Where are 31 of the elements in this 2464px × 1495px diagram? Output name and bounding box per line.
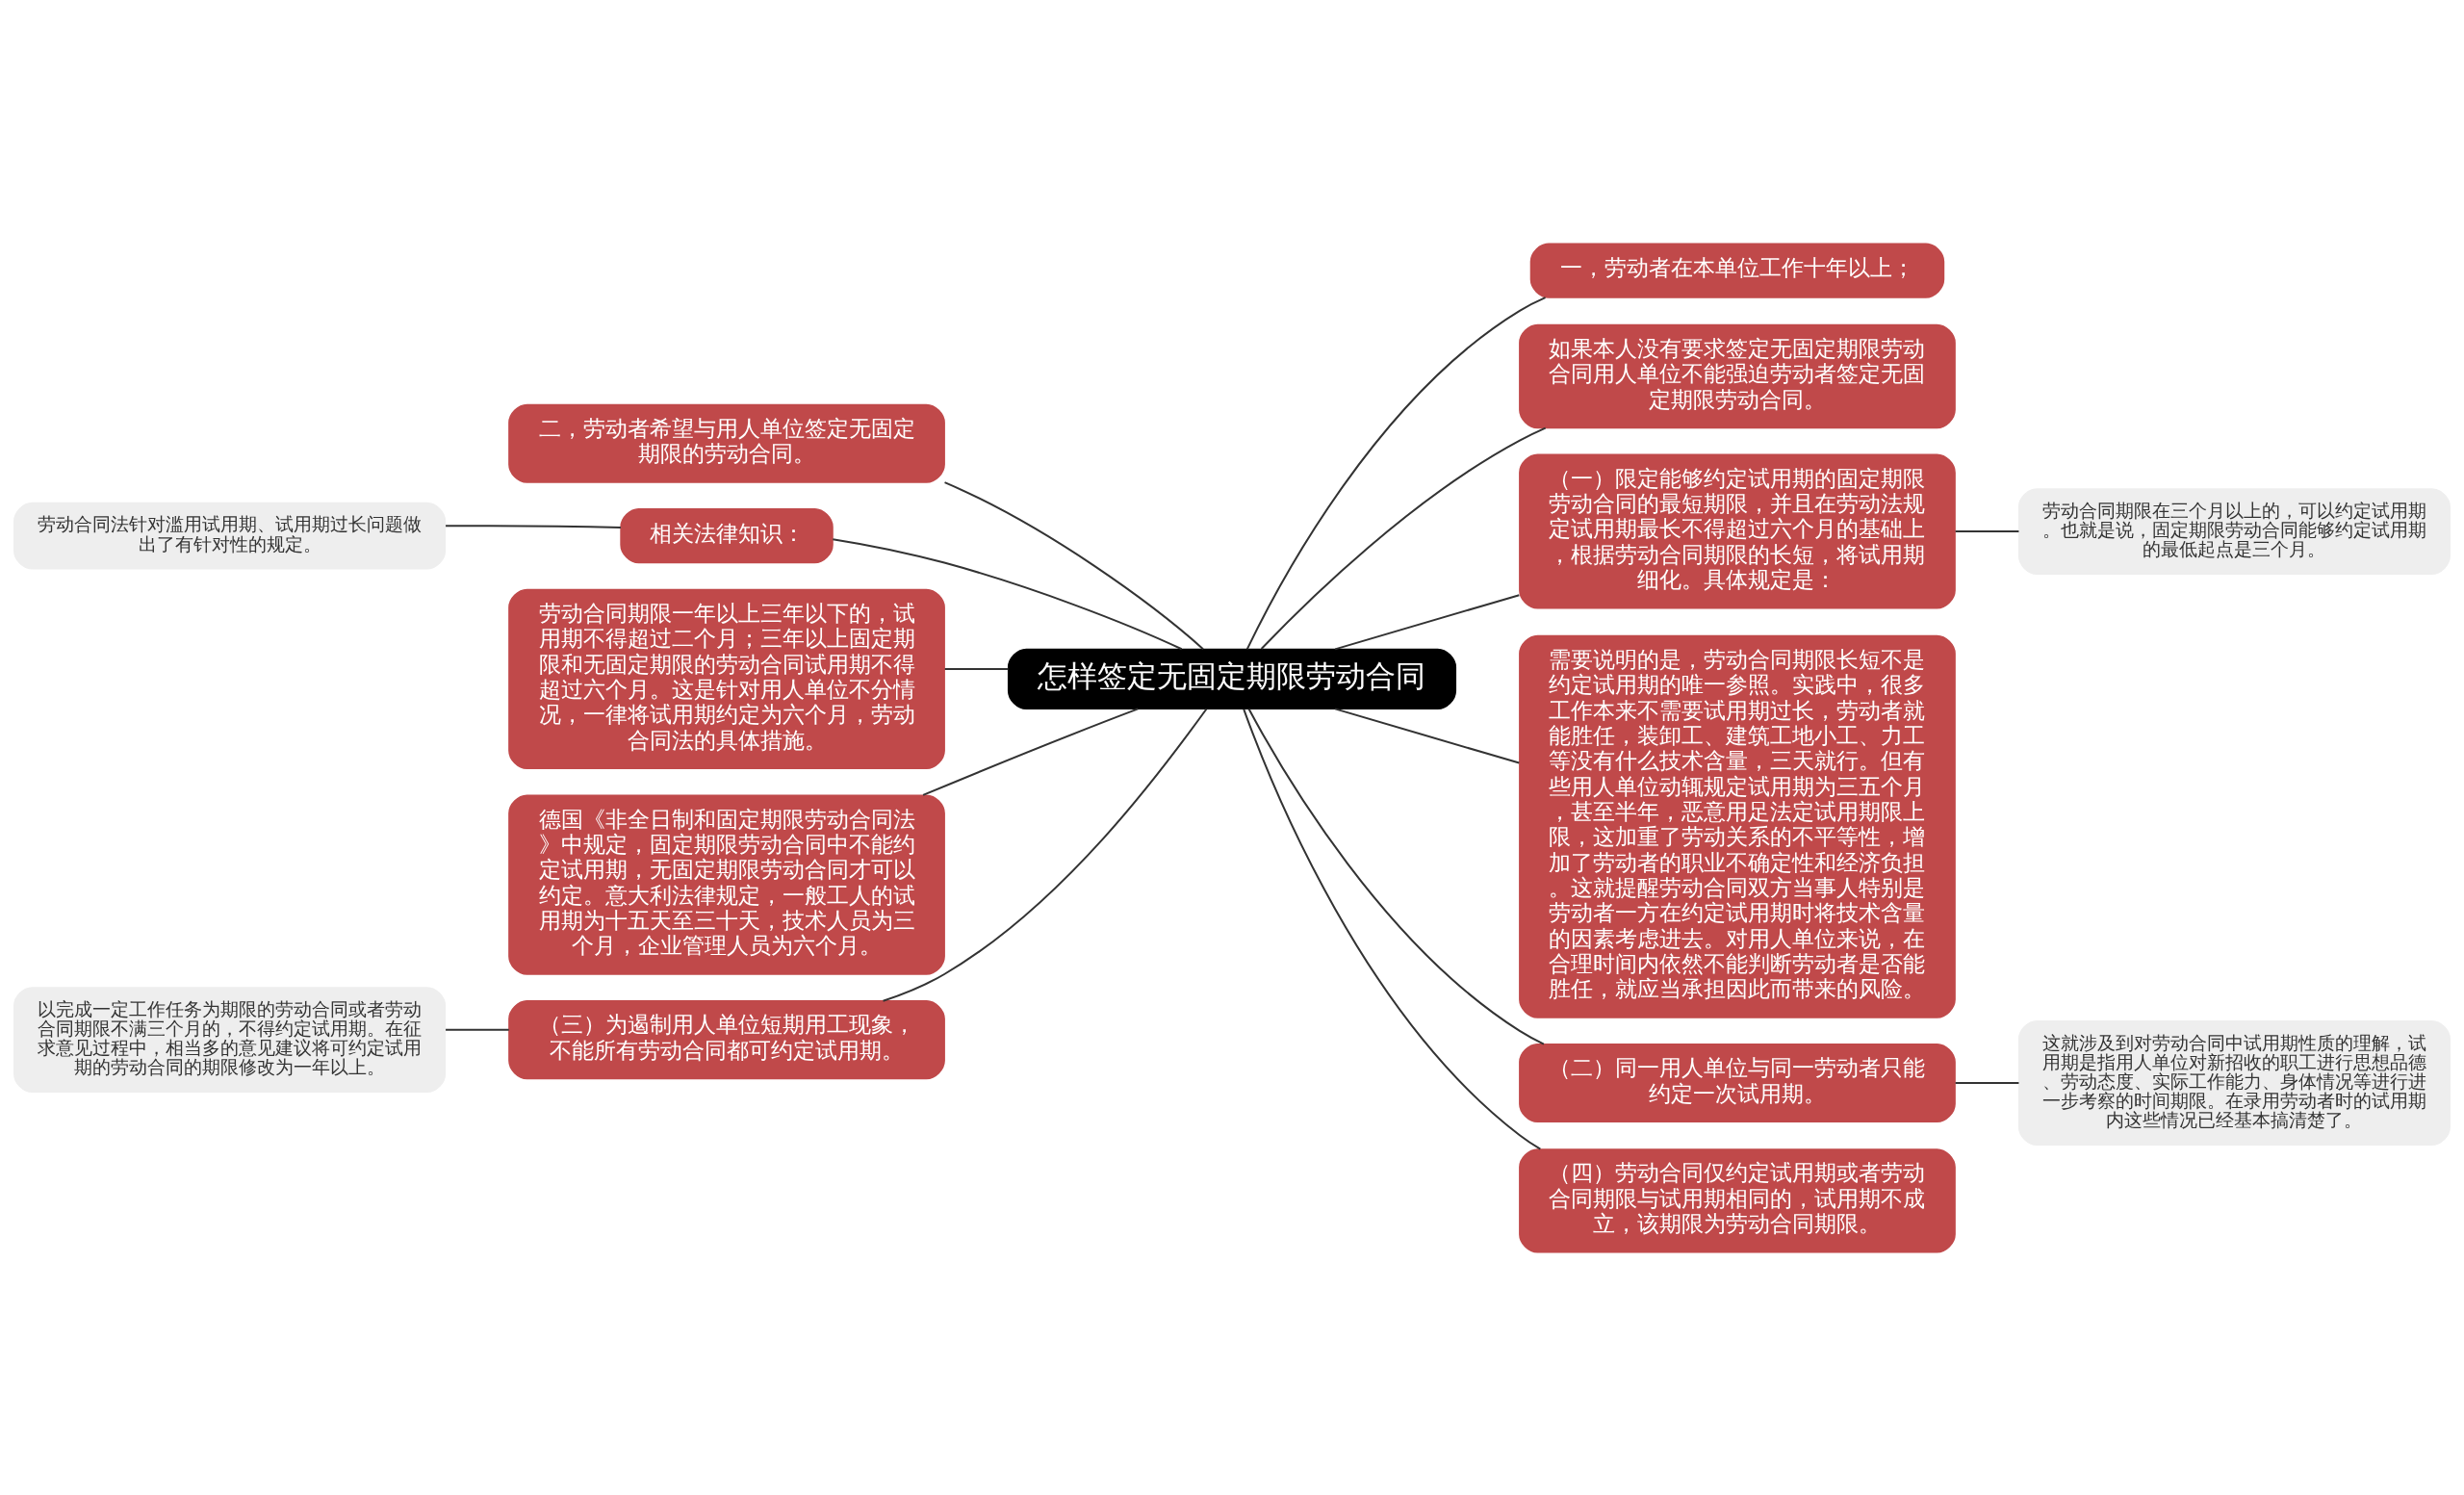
connector — [1334, 593, 1520, 650]
connector — [922, 708, 1139, 796]
node-box: 德国《非全日制和固定期限劳动合同法》中规定，固定期限劳动合同中不能约定试用期，无固定期限劳动合同才可以约定。意大利法律规定，一般工人的试用期为十五天至三十天，技术人员为三个月，企业管理人员为六个月。 — [508, 793, 945, 975]
node-box: （三）为遏制用人单位短期用工现象，不能所有劳动合同都可约定试用期。 — [508, 999, 945, 1079]
connector — [883, 708, 1208, 1002]
connector — [1334, 707, 1520, 764]
connector — [1243, 708, 1541, 1150]
node-box: 一，劳动者在本单位工作十年以上； — [1529, 242, 1945, 298]
connector — [1247, 708, 1545, 1044]
connector — [446, 1028, 509, 1031]
connector — [833, 537, 1183, 650]
node-box: （一）限定能够约定试用期的固定期限劳动合同的最短期限，并且在劳动法规定试用期最长不得超过六个月的基础上，根据劳动合同期限的长短，将试用期细化。具体规定是： — [1519, 453, 1956, 609]
node-box: （四）劳动合同仅约定试用期或者劳动合同期限与试用期相同的，试用期不成立，该期限为劳动合同期限。 — [1519, 1147, 1956, 1253]
node-box: （二）同一用人单位与同一劳动者只能约定一次试用期。 — [1519, 1043, 1956, 1122]
node-box: 相关法律知识： — [620, 507, 834, 563]
node-box: 需要说明的是，劳动合同期限长短不是约定试用期的唯一参照。实践中，很多工作本来不需要试用期过长，劳动者就能胜任，装卸工、建筑工地小工、力工等没有什么技术含量，三天就行。但有些用人单位动辄规定试用期为三五个月，甚至半年，恶意用足法定试用期限上限，这加重了劳动关系的不平等性，增加了劳动者的职业不确定性和经济负担。这就提醒劳动合同双方当事人特别是劳动者一方在约定试用期时将技术含量的因素考虑进去。对用人单位来说，在合理时间内依然不能判断劳动者是否能胜任，就应当承担因此而带来的风险。 — [1519, 634, 1956, 1018]
node-box: 劳动合同期限一年以上三年以下的，试用期不得超过二个月；三年以上固定期限和无固定期限的劳动合同试用期不得超过六个月。这是针对用人单位不分情况，一律将试用期约定为六个月，劳动合同法的具体措施。 — [508, 588, 945, 769]
node-box: 劳动合同期限在三个月以上的，可以约定试用期。也就是说，固定期限劳动合同能够约定试用期的最低起点是三个月。 — [2017, 487, 2451, 575]
connector — [944, 480, 1204, 650]
connector — [446, 524, 621, 528]
node-box: 这就涉及到对劳动合同中试用期性质的理解，试用期是指用人单位对新招收的职工进行思想品德、劳动态度、实际工作能力、身体情况等进行进一步考察的时间期限。在录用劳动者时的试用期内这些情况已经基本搞清楚了。 — [2017, 1019, 2451, 1146]
node-box: 劳动合同法针对滥用试用期、试用期过长问题做出了有针对性的规定。 — [13, 502, 447, 570]
node-box: 怎样签定无固定期限劳动合同 — [1007, 648, 1457, 709]
node-box: 二，劳动者希望与用人单位签定无固定期限的劳动合同。 — [508, 403, 945, 483]
connector — [1260, 426, 1547, 650]
connector — [1955, 1081, 2019, 1084]
connector — [1245, 296, 1546, 650]
connector — [944, 667, 1009, 670]
node-box: 以完成一定工作任务为期限的劳动合同或者劳动合同期限不满三个月的，不得约定试用期。在征求意见过程中，相当多的意见建议将可约定试用期的劳动合同的期限修改为一年以上。 — [13, 986, 447, 1093]
connector — [1955, 529, 2019, 532]
node-box: 如果本人没有要求签定无固定期限劳动合同用人单位不能强迫劳动者签定无固定期限劳动合同。 — [1519, 323, 1956, 428]
